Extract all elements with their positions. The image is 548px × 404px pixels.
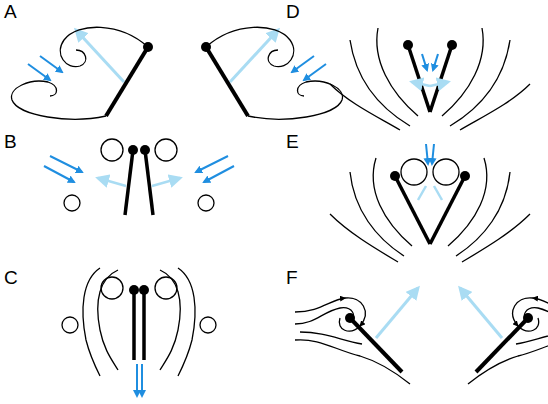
panel-letter: A [4, 2, 17, 21]
panel-letter: D [286, 2, 300, 21]
panel-letter: B [4, 132, 17, 151]
panel-letter: E [286, 132, 299, 151]
panel-letter: C [4, 268, 18, 287]
panel-letter: F [286, 268, 298, 287]
